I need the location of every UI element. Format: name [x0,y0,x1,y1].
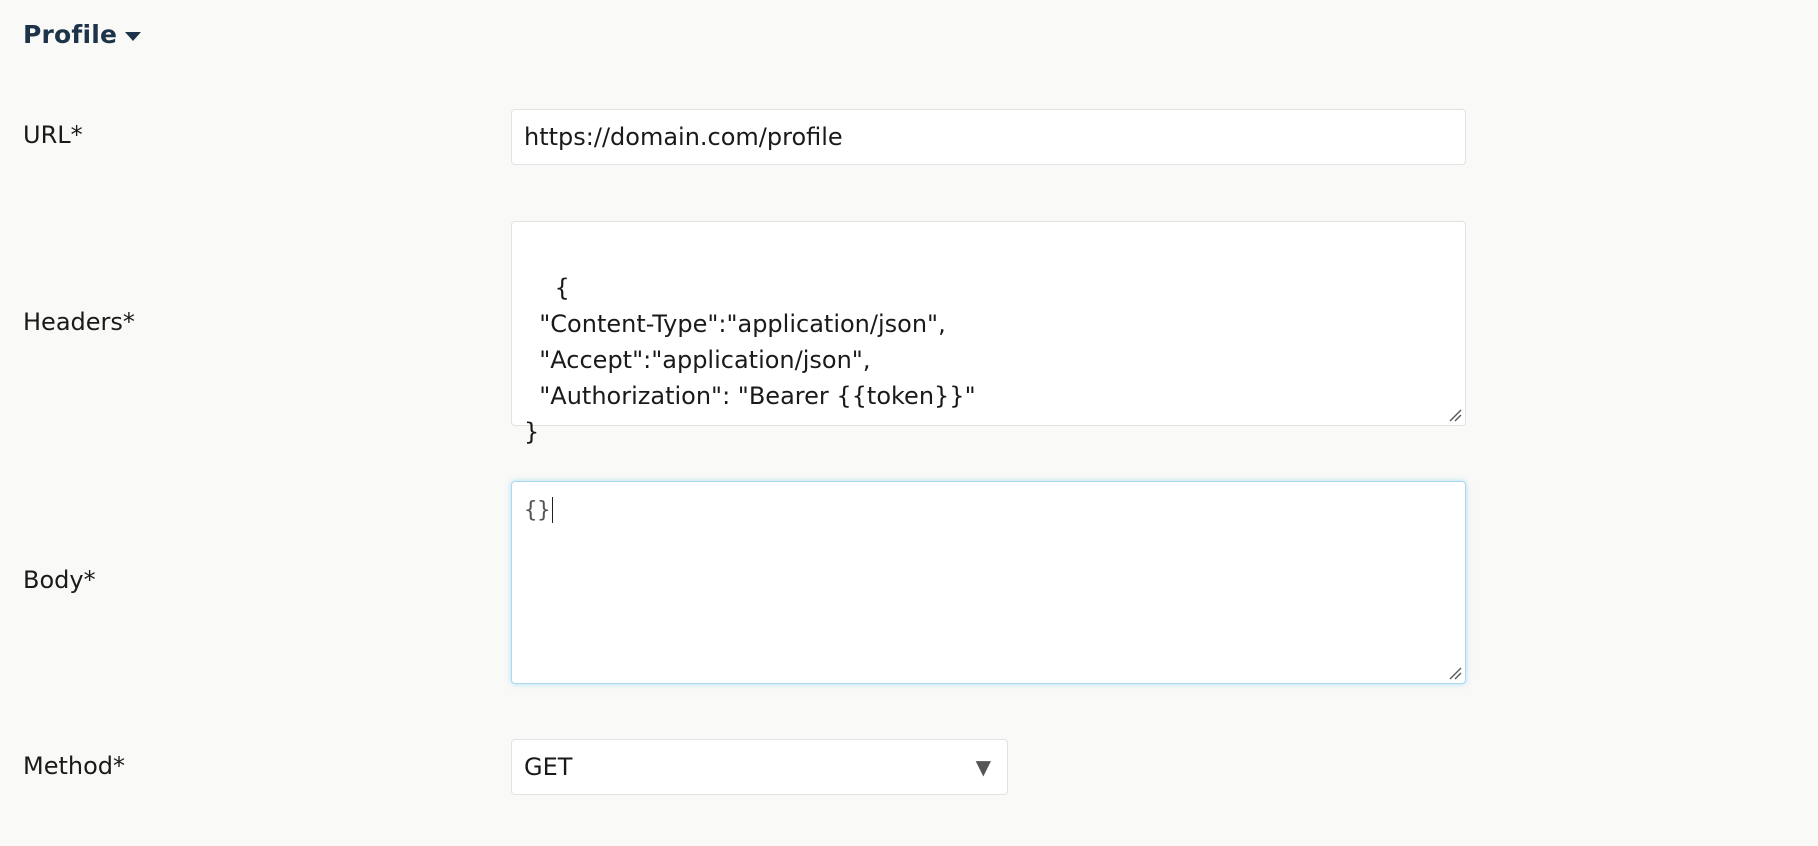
section-title: Profile [23,20,118,49]
text-cursor [551,497,553,523]
resize-grip-icon[interactable] [1448,408,1462,422]
url-input[interactable]: https://domain.com/profile [511,109,1466,165]
triangle-down-icon[interactable]: ▼ [975,755,991,779]
resize-grip-icon[interactable] [1448,666,1462,680]
section-header-profile[interactable]: Profile [23,20,142,49]
headers-label: Headers* [23,308,135,336]
caret-down-icon[interactable] [125,32,142,41]
body-text: {} [524,498,551,523]
url-label: URL* [23,121,83,149]
headers-textarea[interactable]: { "Content-Type":"application/json", "Ac… [511,221,1466,446]
body-textarea[interactable]: {} [511,481,1466,684]
headers-text: { "Content-Type":"application/json", "Ac… [524,274,976,446]
method-label: Method* [23,752,126,780]
body-label: Body* [23,566,96,594]
method-selected-value: GET [524,753,573,781]
method-select[interactable]: GET ▼ [511,739,1008,795]
